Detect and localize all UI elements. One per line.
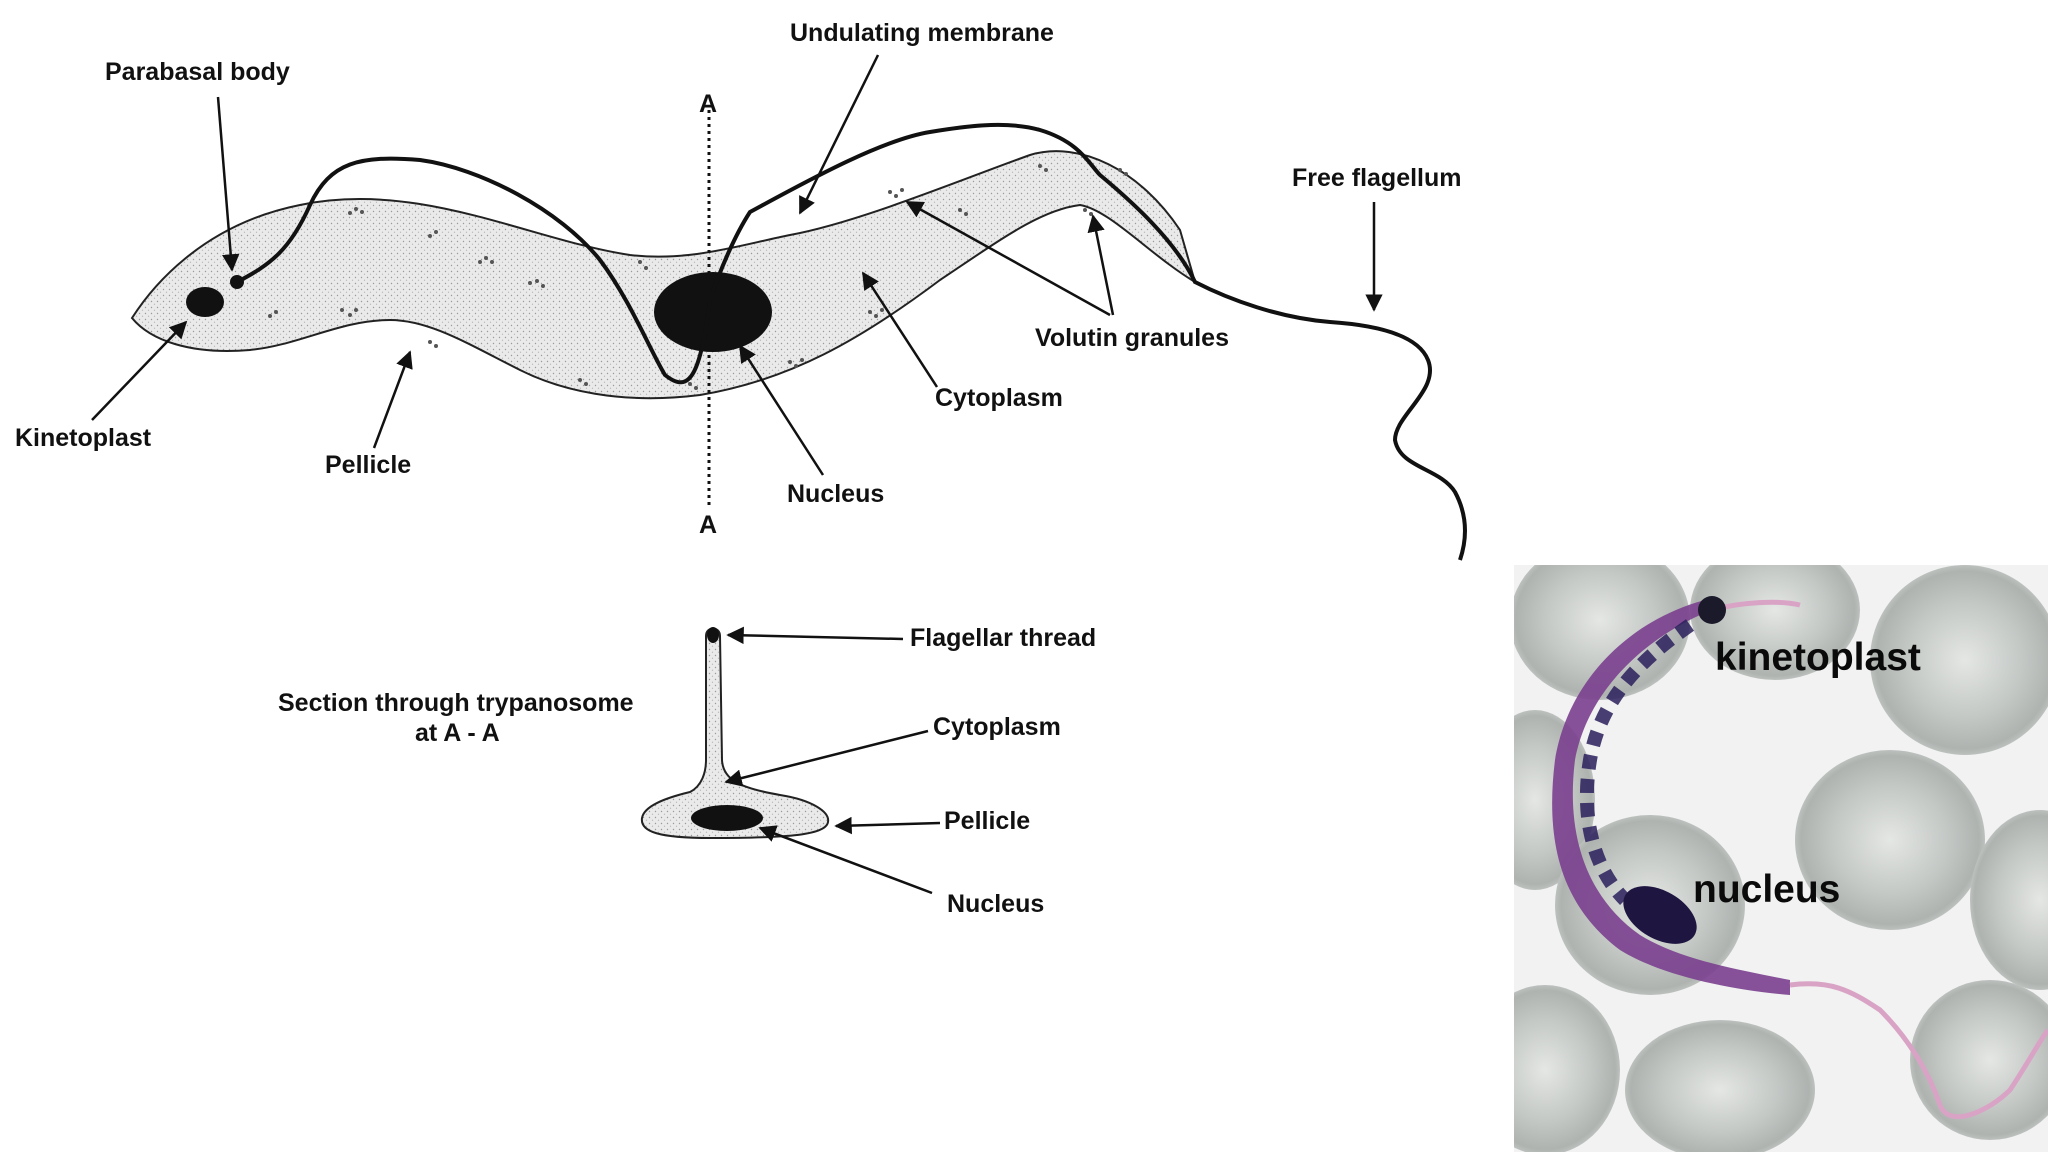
label-section-nucleus: Nucleus [947, 890, 1044, 918]
label-volutin-granules: Volutin granules [1035, 324, 1229, 352]
label-undulating-membrane: Undulating membrane [790, 19, 1054, 47]
cross-section-nucleus-shape [691, 805, 763, 831]
photo-label-nucleus: nucleus [1693, 868, 1840, 911]
undulating-membrane-flagellum [236, 122, 1467, 561]
cross-section-outline [640, 627, 830, 840]
volutin-granule-cluster [268, 164, 1128, 390]
label-pellicle: Pellicle [325, 451, 411, 479]
label-free-flagellum: Free flagellum [1292, 164, 1462, 192]
cross-section-labels: Section through trypanosome at A - A Fla… [278, 624, 1096, 918]
main-diagram-labels: Parabasal body Undulating membrane Free … [15, 19, 1462, 539]
label-section-a-bottom: A [699, 511, 717, 539]
cross-section-arrows [724, 626, 941, 895]
label-kinetoplast: Kinetoplast [15, 424, 152, 452]
cross-section [640, 627, 830, 840]
micrograph-photo: kinetoplast nucleus [1514, 565, 2048, 1152]
label-parabasal-body: Parabasal body [105, 58, 290, 86]
label-nucleus: Nucleus [787, 480, 884, 508]
kinetoplast-shape [186, 287, 224, 317]
section-caption-line1: Section through trypanosome [278, 689, 634, 717]
parasite [1552, 596, 2048, 1120]
label-section-pellicle: Pellicle [944, 807, 1030, 835]
main-diagram-arrows [91, 54, 1383, 476]
label-cytoplasm: Cytoplasm [935, 384, 1063, 412]
label-section-cytoplasm: Cytoplasm [933, 713, 1061, 741]
section-caption-line2: at A - A [415, 719, 500, 747]
photo-kinetoplast-dot [1698, 596, 1726, 624]
nucleus-shape [654, 272, 772, 352]
label-flagellar-thread: Flagellar thread [910, 624, 1096, 652]
photo-label-kinetoplast: kinetoplast [1715, 636, 1921, 679]
cross-section-flagellar-thread-tip [707, 627, 719, 643]
label-section-a-top: A [699, 90, 717, 118]
